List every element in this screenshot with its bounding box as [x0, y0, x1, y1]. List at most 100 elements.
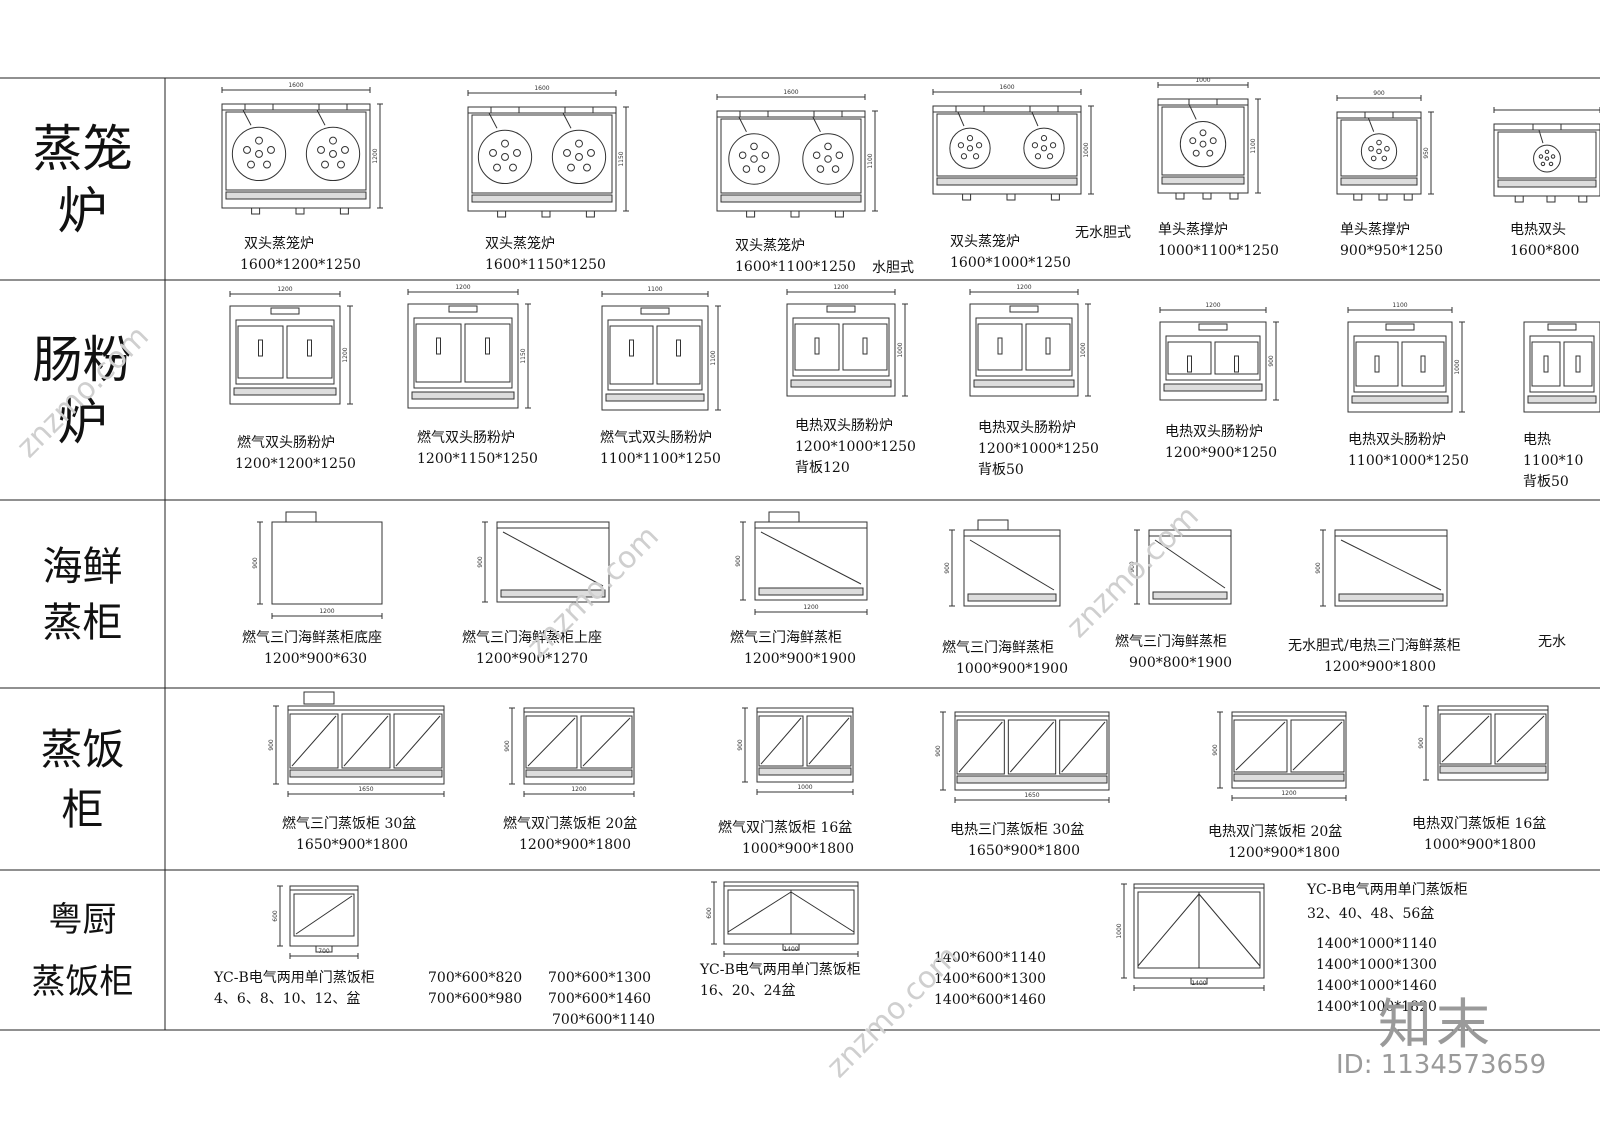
pipe — [812, 116, 821, 133]
stove-foot — [339, 207, 349, 215]
pipe — [316, 109, 326, 126]
stove-inner-panel — [1497, 131, 1597, 179]
door-frame — [413, 317, 513, 389]
base-grille — [471, 194, 613, 203]
basket-hole — [493, 163, 501, 172]
basket-hole — [824, 142, 832, 151]
dimension-label: 1000 — [1195, 77, 1210, 84]
basket-hole — [966, 135, 974, 142]
noodle-drawer — [464, 323, 511, 383]
noodle-drawer — [794, 323, 840, 371]
cabinet-body — [954, 711, 1110, 791]
water-inlet — [1029, 105, 1059, 113]
dimension-label: 1000 — [1080, 342, 1087, 357]
dimension-label: 900 — [737, 739, 744, 751]
control-box — [1547, 323, 1577, 331]
dimension-label: 1200 — [1281, 790, 1296, 797]
seafood-cabinet-drawing-4: 900 — [944, 519, 1061, 607]
basket-hole — [972, 153, 980, 160]
stove-body — [1523, 321, 1600, 413]
basket-hole — [835, 151, 844, 159]
door-diagonal — [1292, 721, 1343, 771]
basket-hole — [567, 163, 575, 172]
base-grille — [1497, 179, 1597, 188]
dimension-label: 900 — [1129, 561, 1136, 573]
dimension-label: 1200 — [1016, 284, 1031, 291]
dimension-label: 1150 — [618, 151, 625, 166]
cabinet-body — [1148, 529, 1232, 605]
basket-hole — [1550, 154, 1556, 159]
drain-outlet — [782, 943, 800, 951]
door-frame — [235, 319, 335, 385]
steamer-basket — [1023, 127, 1065, 169]
control-box — [1385, 323, 1415, 331]
control-box — [1198, 323, 1228, 331]
cabinet-door — [1059, 719, 1108, 775]
cabinet-body — [271, 521, 383, 605]
drawer-handle — [997, 337, 1003, 355]
category-seafood-steam-cabinet: 海鲜蒸柜 — [42, 544, 123, 646]
pipe — [1188, 104, 1197, 120]
drawer-handle — [1234, 355, 1239, 373]
basket-hole — [1544, 149, 1550, 155]
basket-hole — [975, 142, 983, 149]
equipment-drawings: 1600120016001150160011001600100010001100… — [221, 77, 1600, 991]
dimension-label: 1100 — [647, 286, 662, 293]
basket-hole — [255, 136, 263, 145]
water-inlet — [1188, 98, 1218, 106]
stove-foot — [295, 207, 305, 215]
noodle-drawer — [1355, 341, 1399, 387]
dimension-label: 1000 — [1083, 142, 1090, 157]
cabinet-door — [1198, 891, 1261, 969]
dimension-label: 700 — [318, 948, 330, 955]
dimension-label: 900 — [252, 557, 259, 569]
dimension-label: 1000 — [797, 784, 812, 791]
door-diagonal — [760, 531, 862, 585]
noodle-drawer — [609, 325, 654, 385]
control-box — [768, 511, 800, 523]
stove-foot — [541, 210, 551, 218]
cabinet-body — [289, 885, 359, 947]
steamer-basket — [305, 126, 361, 182]
water-inlet — [813, 110, 843, 118]
stove-body — [407, 303, 519, 409]
base-grille — [289, 769, 443, 778]
dimension-label: 950 — [1423, 147, 1430, 159]
pipe — [1031, 111, 1039, 127]
dimension-label: 1200 — [342, 347, 349, 362]
dimension-label: 1150 — [520, 348, 527, 363]
door-diagonal — [1441, 715, 1490, 763]
door-diagonal — [808, 717, 850, 765]
cabinet-body — [287, 705, 445, 785]
note-water-tank: 水胆式 — [872, 260, 914, 276]
category-steamer-stove: 蒸笼炉 — [32, 120, 133, 240]
door-diagonal — [1198, 893, 1261, 967]
dimension-label: 1600 — [288, 82, 303, 89]
rice-noodle-stove-drawing-5: 1200 1000 — [969, 284, 1091, 397]
stove-foot — [497, 210, 507, 218]
basket-hole — [957, 142, 965, 149]
door-diagonal — [1235, 721, 1286, 771]
seafood-cabinet-drawing-2: 900 — [477, 521, 610, 603]
cabinet-door — [580, 715, 633, 769]
basket-hole — [337, 160, 345, 169]
water-inlet — [955, 105, 985, 113]
cabinet-door — [1007, 719, 1057, 775]
basket-hole — [255, 149, 263, 158]
water-inlet — [1364, 111, 1394, 119]
cabinet-body — [963, 529, 1061, 607]
category-cantonese-rice-cabinet: 粤厨蒸饭柜 — [31, 900, 134, 1002]
stove-foot — [1050, 193, 1060, 201]
base-grille — [758, 767, 852, 776]
door-diagonal — [343, 715, 389, 767]
